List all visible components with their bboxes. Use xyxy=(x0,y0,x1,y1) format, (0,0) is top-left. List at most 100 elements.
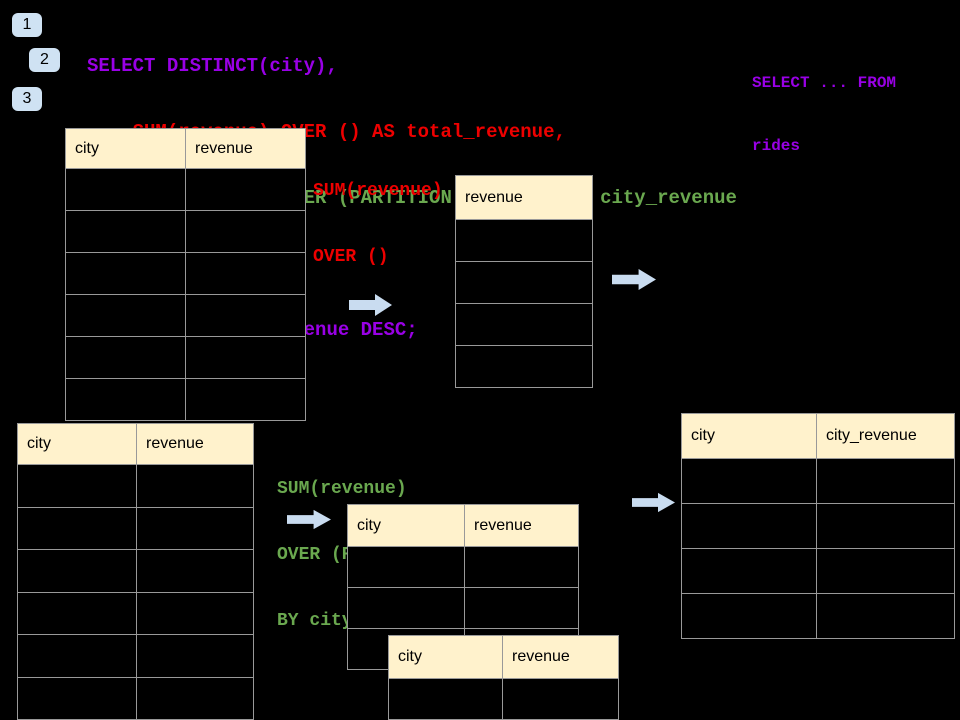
column-header-city: city xyxy=(18,424,137,464)
table-cell xyxy=(18,507,137,549)
table-cell xyxy=(66,169,186,210)
column-header-city: city xyxy=(66,129,186,168)
label-partition-line-1: SUM(revenue) xyxy=(277,479,407,499)
table-cell xyxy=(66,253,186,294)
label-total-line-1: SUM(revenue) xyxy=(313,181,443,201)
table-cell xyxy=(18,465,137,507)
table-cell xyxy=(137,465,253,507)
table-cell xyxy=(186,169,305,210)
table-cell xyxy=(682,549,817,593)
table-cell xyxy=(186,253,305,294)
table-row xyxy=(18,549,253,592)
label-total-line-2: OVER () xyxy=(313,247,389,267)
arrow-right-icon xyxy=(632,492,675,513)
table-row xyxy=(456,219,592,261)
column-header-revenue: revenue xyxy=(186,129,305,168)
table-cell xyxy=(66,211,186,252)
sql-line-1: SELECT DISTINCT(city), xyxy=(87,55,338,77)
table-body xyxy=(66,168,305,420)
table-result: city city_revenue xyxy=(681,413,955,639)
arrow-right-icon xyxy=(349,294,392,316)
column-header-city: city xyxy=(389,636,503,678)
step-badge-2: 2 xyxy=(29,48,60,72)
label-sum-over-total: SUM(revenue) OVER () xyxy=(313,136,443,312)
column-header-revenue: revenue xyxy=(137,424,253,464)
table-cell xyxy=(465,547,578,587)
table-cell xyxy=(66,379,186,420)
table-rides-source-2: city revenue xyxy=(17,423,254,720)
table-header-row: city city_revenue xyxy=(682,414,954,458)
table-cell xyxy=(456,304,592,345)
table-rides-source: city revenue xyxy=(65,128,306,421)
column-header-revenue: revenue xyxy=(503,636,618,678)
table-row xyxy=(348,546,578,587)
table-cell xyxy=(817,549,954,593)
table-header-row: revenue xyxy=(456,176,592,219)
table-cell xyxy=(682,504,817,548)
table-cell xyxy=(503,679,618,719)
table-cell xyxy=(137,592,253,634)
table-cell xyxy=(465,588,578,628)
table-row xyxy=(456,345,592,387)
table-cell xyxy=(18,677,137,719)
table-row xyxy=(66,378,305,420)
table-cell xyxy=(817,504,954,548)
table-row xyxy=(682,458,954,503)
table-row xyxy=(456,303,592,345)
table-header-row: city revenue xyxy=(18,424,253,464)
table-cell xyxy=(18,635,137,677)
table-cell xyxy=(456,262,592,303)
table-row xyxy=(66,210,305,252)
table-row xyxy=(348,587,578,628)
table-cell xyxy=(66,337,186,378)
table-row xyxy=(682,593,954,638)
table-cell xyxy=(682,594,817,638)
table-header-row: city revenue xyxy=(348,505,578,546)
table-cell xyxy=(137,677,253,719)
table-cell xyxy=(348,547,465,587)
column-header-city: city xyxy=(682,414,817,458)
side-note-line-1: SELECT ... FROM xyxy=(752,74,897,92)
table-row xyxy=(682,548,954,593)
table-cell xyxy=(186,295,305,336)
table-total-revenue: revenue xyxy=(455,175,593,388)
table-row xyxy=(18,591,253,634)
table-cell xyxy=(456,220,592,261)
table-cell xyxy=(817,459,954,503)
table-cell xyxy=(137,550,253,592)
column-header-revenue: revenue xyxy=(456,176,592,219)
table-row xyxy=(456,261,592,303)
step-badge-1: 1 xyxy=(12,13,42,37)
table-cell xyxy=(137,635,253,677)
column-header-city-revenue: city_revenue xyxy=(817,414,954,458)
table-partition-step-2: city revenue xyxy=(388,635,619,720)
table-cell xyxy=(186,337,305,378)
side-note-line-2: rides xyxy=(752,137,801,155)
table-row xyxy=(18,464,253,507)
table-cell xyxy=(682,459,817,503)
table-body xyxy=(682,458,954,638)
table-cell xyxy=(389,679,503,719)
table-cell xyxy=(186,379,305,420)
step-badge-3: 3 xyxy=(12,87,42,111)
table-cell xyxy=(18,592,137,634)
column-header-revenue: revenue xyxy=(465,505,578,546)
table-cell xyxy=(817,594,954,638)
table-row xyxy=(389,678,618,719)
arrow-right-icon xyxy=(612,268,656,291)
table-header-row: city revenue xyxy=(66,129,305,168)
table-cell xyxy=(137,507,253,549)
arrow-right-icon xyxy=(287,509,331,530)
table-body xyxy=(389,678,618,720)
table-row xyxy=(66,294,305,336)
table-row xyxy=(682,503,954,548)
table-row xyxy=(66,252,305,294)
table-cell xyxy=(456,346,592,387)
column-header-city: city xyxy=(348,505,465,546)
sql-side-note: SELECT ... FROM rides xyxy=(752,31,896,199)
table-body xyxy=(18,464,253,719)
table-cell xyxy=(186,211,305,252)
table-row xyxy=(18,676,253,719)
table-cell xyxy=(18,550,137,592)
